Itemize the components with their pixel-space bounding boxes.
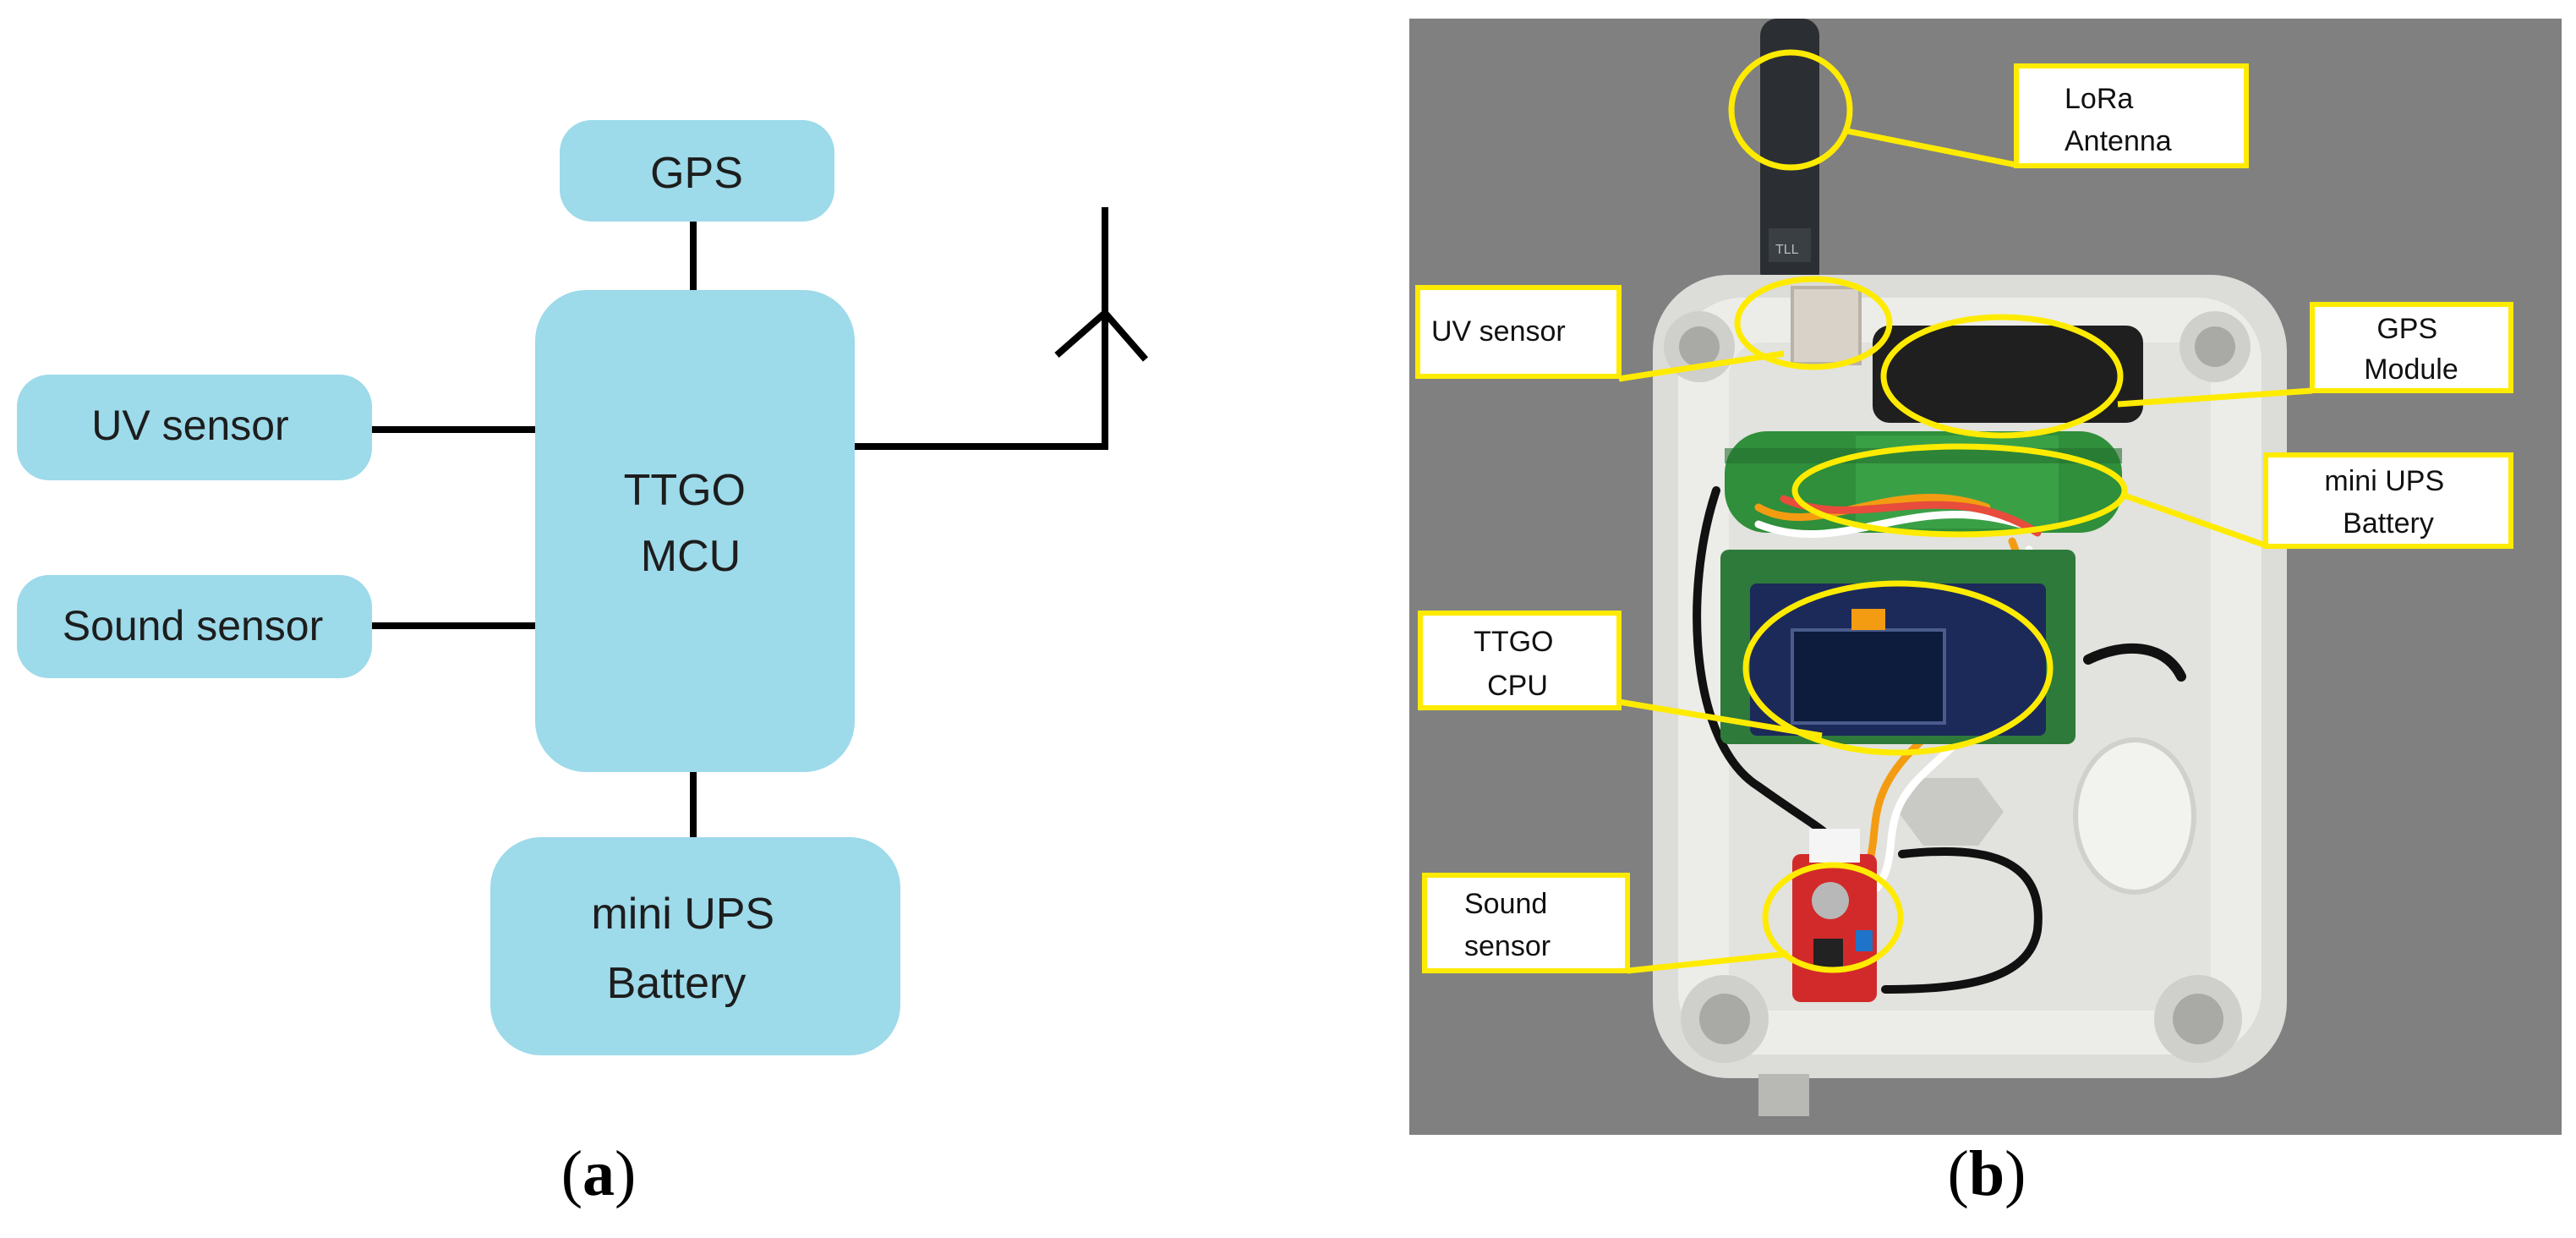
label-antenna: LoRa Antenna xyxy=(2014,63,2249,168)
battery-block: mini UPS Battery xyxy=(490,837,900,1055)
label-uv-sensor-text: UV sensor xyxy=(1431,315,1566,348)
sound-sensor-block: Sound sensor xyxy=(17,575,372,678)
sound-sensor-block-label: Sound sensor xyxy=(63,602,324,649)
mcu-block-label: TTGO MCU xyxy=(624,466,758,581)
label-sound-sensor: Sound sensor xyxy=(1422,873,1630,973)
label-battery-line2: Battery xyxy=(2343,507,2434,540)
svg-text:mini UPS Battery: mini UPS Battery xyxy=(2324,465,2452,540)
label-battery: mini UPS Battery xyxy=(2263,452,2513,549)
caption-b-letter: b xyxy=(1968,1138,2005,1209)
caption-a-letter: a xyxy=(582,1138,615,1209)
connector-lines xyxy=(370,207,1108,839)
caption-a: (a) xyxy=(561,1138,637,1209)
uv-sensor-highlight xyxy=(1734,276,1893,370)
label-uv-sensor: UV sensor xyxy=(1415,285,1622,379)
label-sound-line1: Sound xyxy=(1464,888,1547,920)
label-cpu-line2: CPU xyxy=(1487,670,1548,702)
label-gps-line2: Module xyxy=(2364,353,2458,386)
gps-block: GPS xyxy=(560,120,834,222)
wires xyxy=(1693,486,2186,994)
uv-sensor-block-label: UV sensor xyxy=(91,402,288,449)
battery-block-line1: mini UPS xyxy=(591,890,774,939)
svg-text:LoRa Antenna: LoRa Antenna xyxy=(2065,83,2172,157)
highlight-ellipses xyxy=(1728,49,2128,973)
uv-sensor xyxy=(1791,286,1862,365)
label-battery-line1: mini UPS xyxy=(2324,465,2444,497)
svg-text:Sound sensor: Sound sensor xyxy=(1464,888,1556,962)
leader-lines xyxy=(1618,128,2313,974)
mcu-antenna-connector xyxy=(854,207,1108,450)
label-gps-module: GPS Module xyxy=(2310,302,2513,393)
label-cpu-line1: TTGO xyxy=(1474,626,1553,658)
mcu-block-line1: TTGO xyxy=(624,466,746,515)
block-diagram: GPS UV sensor Sound sensor TTGO MCU mini… xyxy=(17,120,1149,1055)
label-sound-line2: sensor xyxy=(1464,930,1551,962)
battery-block-label: mini UPS Battery xyxy=(591,890,786,1008)
label-ttgo-cpu: TTGO CPU xyxy=(1418,611,1622,710)
sound-sensor-highlight xyxy=(1762,862,1904,973)
sound-sensor-board xyxy=(1792,829,1877,1002)
mcu-block: TTGO MCU xyxy=(535,290,855,772)
device-photo: TLL xyxy=(1409,19,2562,1135)
ttgo-cpu-highlight xyxy=(1742,580,2054,756)
label-antenna-line1: LoRa xyxy=(2065,83,2133,115)
mcu-block-line2: MCU xyxy=(641,532,741,581)
battery-block-line2: Battery xyxy=(607,959,747,1008)
label-antenna-line2: Antenna xyxy=(2065,125,2172,157)
antenna-symbol-icon xyxy=(1054,310,1149,362)
antenna-highlight xyxy=(1728,49,1853,171)
gps-module-highlight xyxy=(1880,314,2124,439)
battery-highlight xyxy=(1791,443,2128,538)
svg-text:TTGO CPU: TTGO CPU xyxy=(1474,626,1561,702)
antenna: TLL xyxy=(1760,19,1819,289)
uv-sensor-block: UV sensor xyxy=(17,375,372,480)
gps-block-label: GPS xyxy=(650,149,743,198)
svg-text:GPS Module: GPS Module xyxy=(2364,313,2458,386)
gps-module xyxy=(1873,326,2143,423)
svg-text:TLL: TLL xyxy=(1775,243,1799,257)
caption-b: (b) xyxy=(1947,1138,2026,1209)
label-gps-line1: GPS xyxy=(2376,313,2437,345)
